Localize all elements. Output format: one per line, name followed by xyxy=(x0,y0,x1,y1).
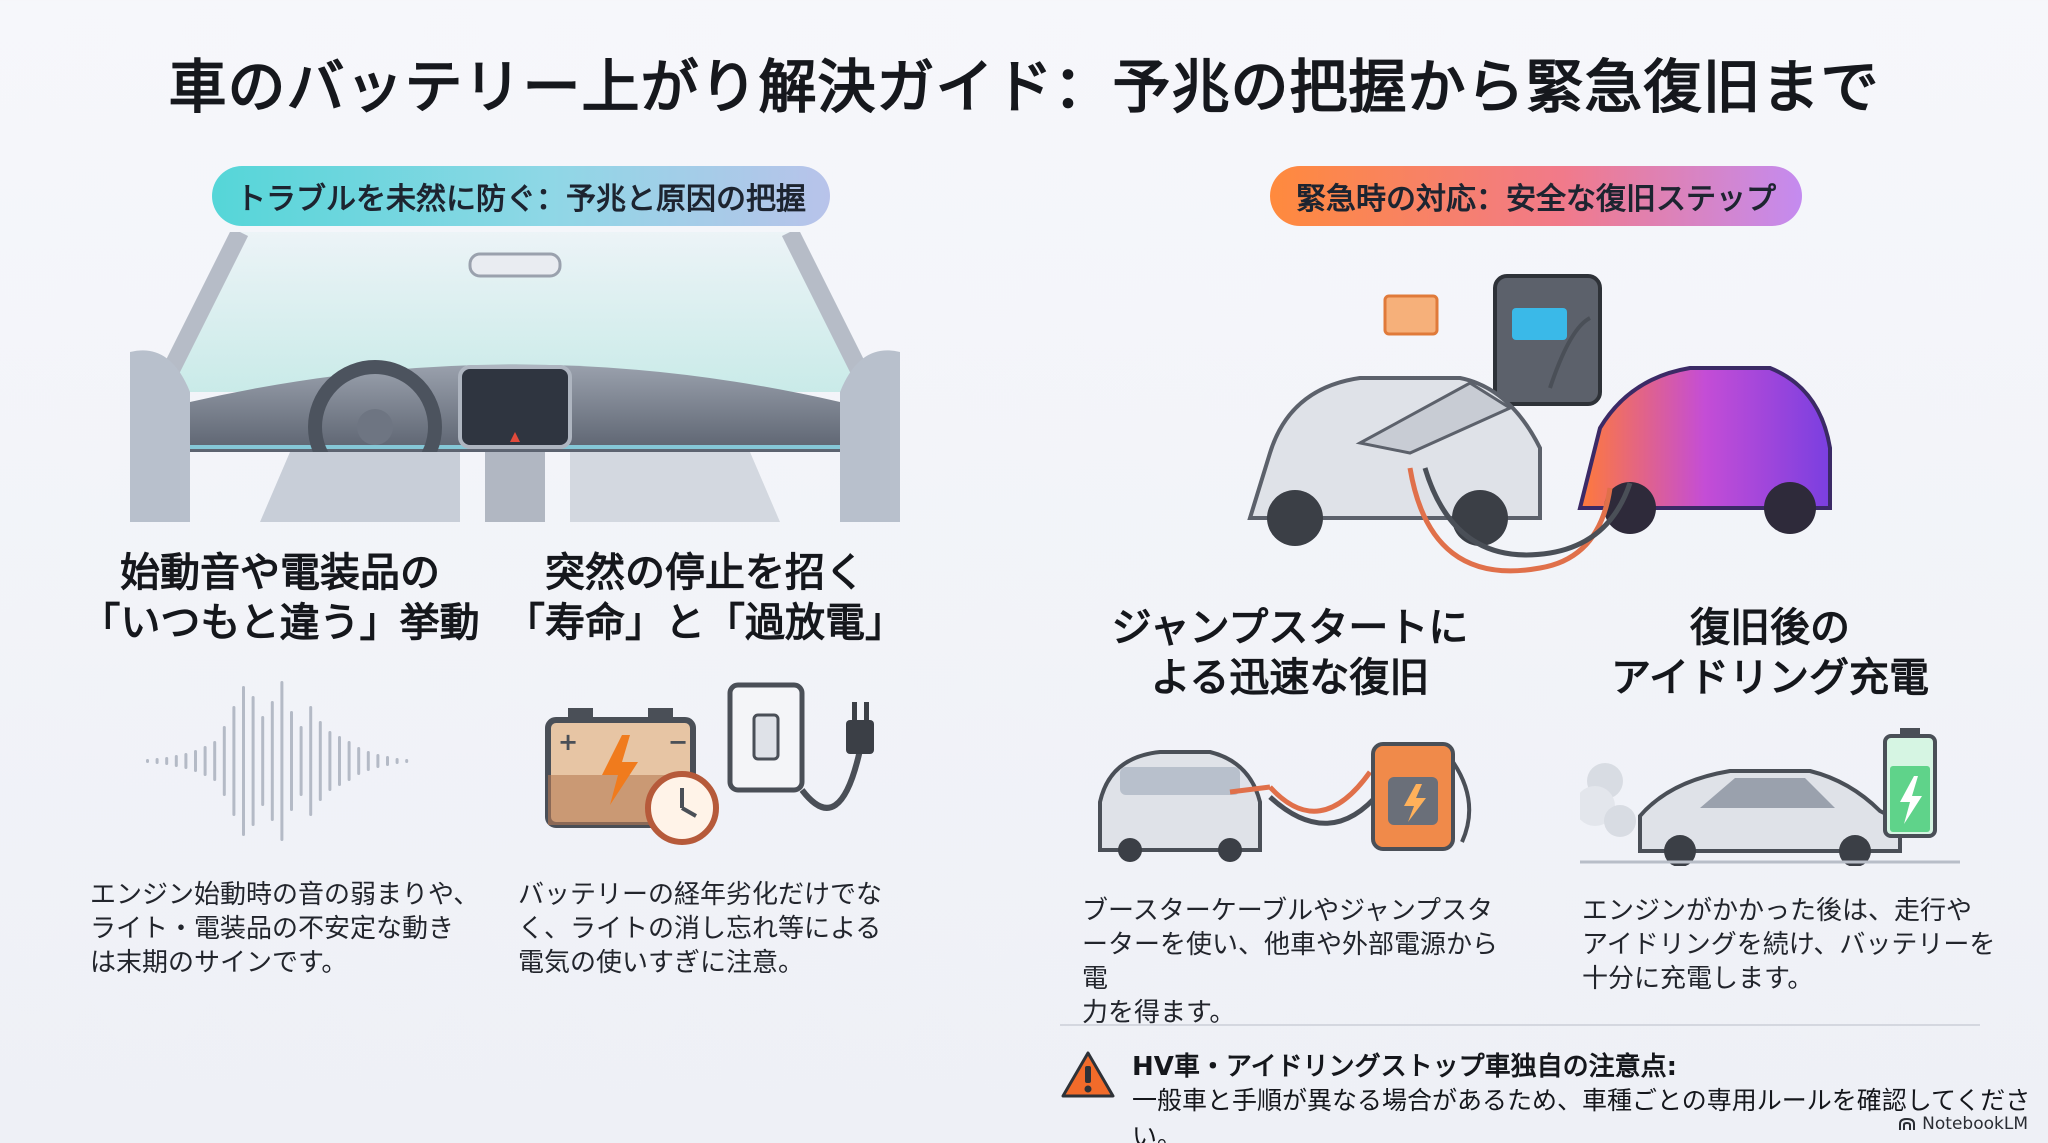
prevention-body-2: バッテリーの経年劣化だけでな く、ライトの消し忘れ等による 電気の使いすぎに注意… xyxy=(518,880,883,978)
section-pill-emergency: 緊急時の対応：安全な復旧ステップ xyxy=(1270,166,1802,226)
heading-line: 始動音や電装品の xyxy=(120,550,440,596)
heading-line: 復旧後の xyxy=(1690,605,1850,651)
brand-text: NotebookLM xyxy=(1922,1114,2028,1134)
warning-icon xyxy=(1061,1051,1115,1098)
notebooklm-logo-icon xyxy=(1899,1117,1916,1130)
warning-title: HV車・アイドリングストップ車独自の注意点: xyxy=(1132,1052,1677,1082)
sound-wave-icon xyxy=(146,681,409,841)
section-divider xyxy=(1060,1024,1980,1026)
svg-text:−: − xyxy=(668,728,688,756)
page-title: 車のバッテリー上がり解決ガイド：予兆の把握から緊急復旧まで xyxy=(168,53,1880,121)
heading-line: ジャンプスタートに xyxy=(1111,605,1469,651)
section-pill-prevention: トラブルを未然に防ぐ：予兆と原因の把握 xyxy=(212,166,830,226)
car-jump-starter-icon xyxy=(1098,742,1472,862)
heading-line: よる迅速な復旧 xyxy=(1150,655,1430,701)
car-charging-battery-icon xyxy=(1580,728,1960,866)
emergency-heading-1: ジャンプスタートに よる迅速な復旧 xyxy=(1075,603,1505,703)
heading-line: アイドリング充電 xyxy=(1611,655,1929,701)
car-interior-illustration xyxy=(130,232,900,522)
prevention-heading-2: 突然の停止を招く 「寿命」と「過放電」 xyxy=(505,548,905,648)
heading-line: 「寿命」と「過放電」 xyxy=(505,600,905,646)
brand-label: NotebookLM xyxy=(1898,1114,2028,1134)
warning-body: 一般車と手順が異なる場合があるため、車種ごとの専用ルールを確認してください。 xyxy=(1132,1086,2031,1143)
heading-line: 「いつもと違う」挙動 xyxy=(80,600,480,646)
battery-clock-switch-plug-icon: + − xyxy=(545,682,874,845)
svg-text:+: + xyxy=(558,728,578,756)
heading-line: 突然の停止を招く xyxy=(545,550,865,596)
emergency-body-2: エンジンがかかった後は、走行や アイドリングを続け、バッテリーを 十分に充電しま… xyxy=(1582,896,1996,994)
emergency-heading-2: 復旧後の アイドリング充電 xyxy=(1560,603,1980,703)
prevention-heading-1: 始動音や電装品の 「いつもと違う」挙動 xyxy=(70,548,490,648)
prevention-body-1: エンジン始動時の音の弱まりや、 ライト・電装品の不安定な動き は末期のサインです… xyxy=(90,880,480,978)
jump-start-cars-illustration xyxy=(1247,274,1832,574)
emergency-body-1: ブースターケーブルやジャンプスタ ーターを使い、他車や外部電源から電 力を得ます… xyxy=(1082,896,1499,1028)
